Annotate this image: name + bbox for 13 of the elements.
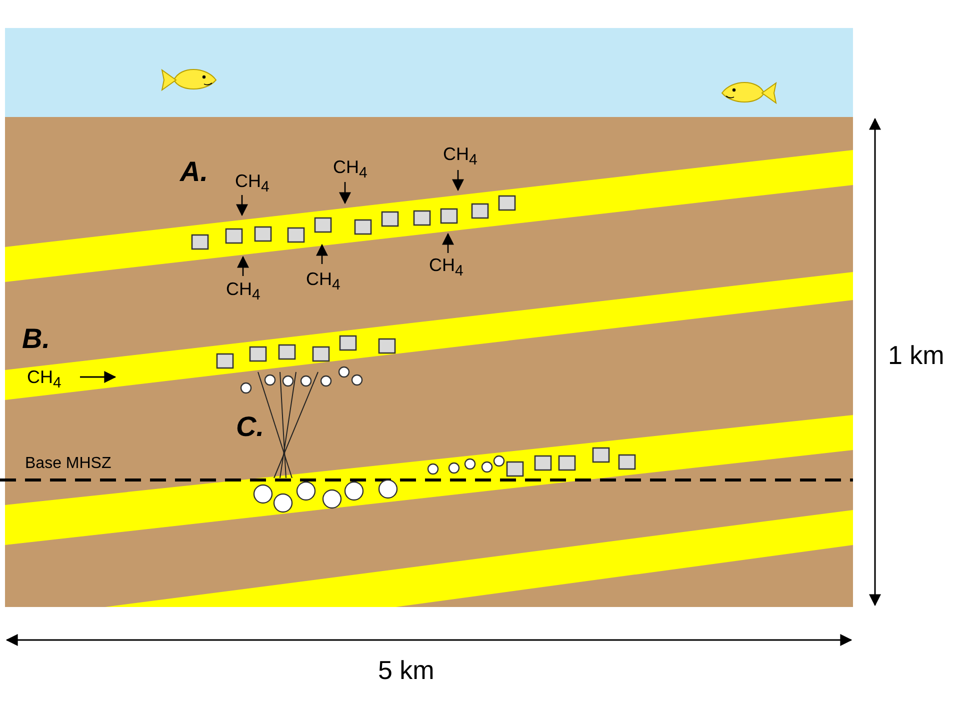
gas-label: CH$_{4}$ [226, 280, 260, 303]
dimension-label: 5 km [378, 657, 434, 683]
layer-label: B. [22, 325, 50, 353]
gas-label: CH$_{4}$ [27, 368, 62, 391]
dimension-label: 1 km [888, 342, 944, 368]
gas-label: CH$_{4}$ [235, 172, 270, 195]
layer-label: C. [236, 413, 264, 441]
gas-label: CH$_{4}$ [306, 270, 340, 293]
boundary-label: Base MHSZ [25, 456, 112, 472]
gas-label: CH$_{4}$ [333, 158, 368, 181]
layer-label: A. [180, 158, 208, 186]
gas-label: CH$_{4}$ [429, 256, 464, 279]
gas-label: CH$_{4}$ [443, 145, 478, 168]
